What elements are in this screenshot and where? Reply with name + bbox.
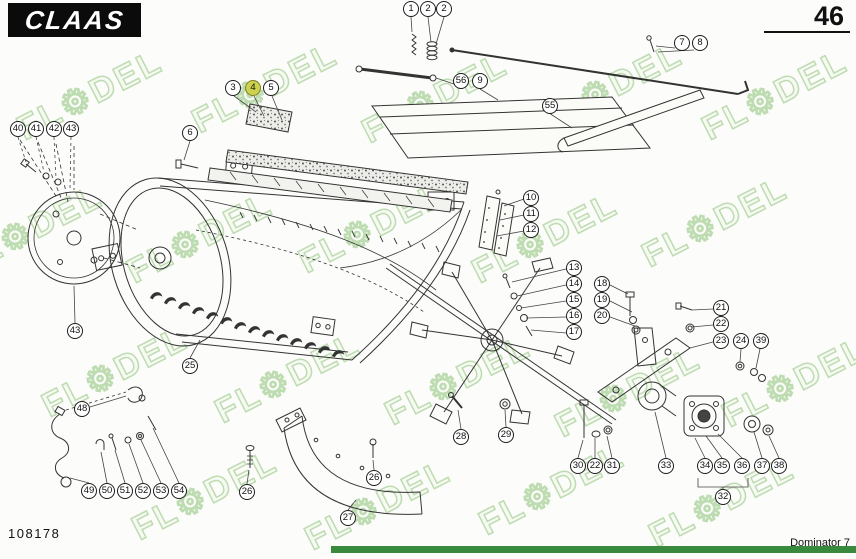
callout-41: 41 bbox=[28, 121, 44, 137]
cable-parts bbox=[51, 386, 157, 488]
callout-26: 26 bbox=[366, 470, 382, 486]
end-disc bbox=[19, 139, 141, 285]
callout-11: 11 bbox=[523, 206, 539, 222]
callout-2: 2 bbox=[436, 1, 452, 17]
callout-13: 13 bbox=[566, 260, 582, 276]
callout-17: 17 bbox=[566, 324, 582, 340]
bottom-green-bar bbox=[331, 546, 856, 553]
callout-12: 12 bbox=[523, 222, 539, 238]
leader-lines bbox=[17, 16, 780, 511]
callout-8: 8 bbox=[692, 35, 708, 51]
callout-53: 53 bbox=[153, 483, 169, 499]
callout-5: 5 bbox=[263, 80, 279, 96]
callout-48: 48 bbox=[74, 401, 90, 417]
callout-33: 33 bbox=[658, 458, 674, 474]
callout-16: 16 bbox=[566, 308, 582, 324]
callout-56: 56 bbox=[453, 73, 469, 89]
callout-32: 32 bbox=[715, 489, 731, 505]
page-rule bbox=[764, 31, 850, 33]
callout-6: 6 bbox=[182, 125, 198, 141]
callout-36: 36 bbox=[734, 458, 750, 474]
grate-plates bbox=[478, 189, 515, 257]
callout-20: 20 bbox=[594, 308, 610, 324]
callout-29: 29 bbox=[498, 427, 514, 443]
callout-35: 35 bbox=[714, 458, 730, 474]
callout-50: 50 bbox=[99, 483, 115, 499]
chute bbox=[275, 407, 423, 515]
brand-name: CLAAS bbox=[23, 4, 126, 35]
callout-40: 40 bbox=[10, 121, 26, 137]
bearing-parts bbox=[579, 381, 774, 438]
callout-21: 21 bbox=[713, 300, 729, 316]
callout-9: 9 bbox=[472, 73, 488, 89]
callout-25: 25 bbox=[182, 358, 198, 374]
doc-number: 108178 bbox=[8, 526, 61, 541]
rasp-bars bbox=[207, 103, 469, 213]
callout-37: 37 bbox=[754, 458, 770, 474]
callout-27: 27 bbox=[340, 510, 356, 526]
callout-31: 31 bbox=[604, 458, 620, 474]
callout-1: 1 bbox=[403, 1, 419, 17]
callout-52: 52 bbox=[135, 483, 151, 499]
callout-24: 24 bbox=[733, 333, 749, 349]
callout-51: 51 bbox=[117, 483, 133, 499]
callout-26: 26 bbox=[239, 484, 255, 500]
callout-2: 2 bbox=[420, 1, 436, 17]
callout-34: 34 bbox=[697, 458, 713, 474]
claas-logo: CLAAS bbox=[8, 3, 141, 37]
callout-22: 22 bbox=[713, 316, 729, 332]
callout-39: 39 bbox=[753, 333, 769, 349]
callout-23: 23 bbox=[713, 333, 729, 349]
callout-7: 7 bbox=[674, 35, 690, 51]
callout-38: 38 bbox=[771, 458, 787, 474]
callout-4: 4 bbox=[245, 80, 261, 96]
top-parts bbox=[355, 33, 750, 159]
callout-28: 28 bbox=[453, 429, 469, 445]
callout-22: 22 bbox=[587, 458, 603, 474]
callout-19: 19 bbox=[594, 292, 610, 308]
callout-43: 43 bbox=[63, 121, 79, 137]
callout-14: 14 bbox=[566, 276, 582, 292]
callout-10: 10 bbox=[523, 190, 539, 206]
callout-42: 42 bbox=[46, 121, 62, 137]
callout-55: 55 bbox=[542, 98, 558, 114]
callout-49: 49 bbox=[81, 483, 97, 499]
callout-18: 18 bbox=[594, 276, 610, 292]
callout-43: 43 bbox=[67, 323, 83, 339]
callout-15: 15 bbox=[566, 292, 582, 308]
callout-3: 3 bbox=[225, 80, 241, 96]
page-number: 46 bbox=[813, 1, 844, 31]
callout-54: 54 bbox=[171, 483, 187, 499]
callout-30: 30 bbox=[570, 458, 586, 474]
beater-assembly bbox=[385, 257, 617, 425]
